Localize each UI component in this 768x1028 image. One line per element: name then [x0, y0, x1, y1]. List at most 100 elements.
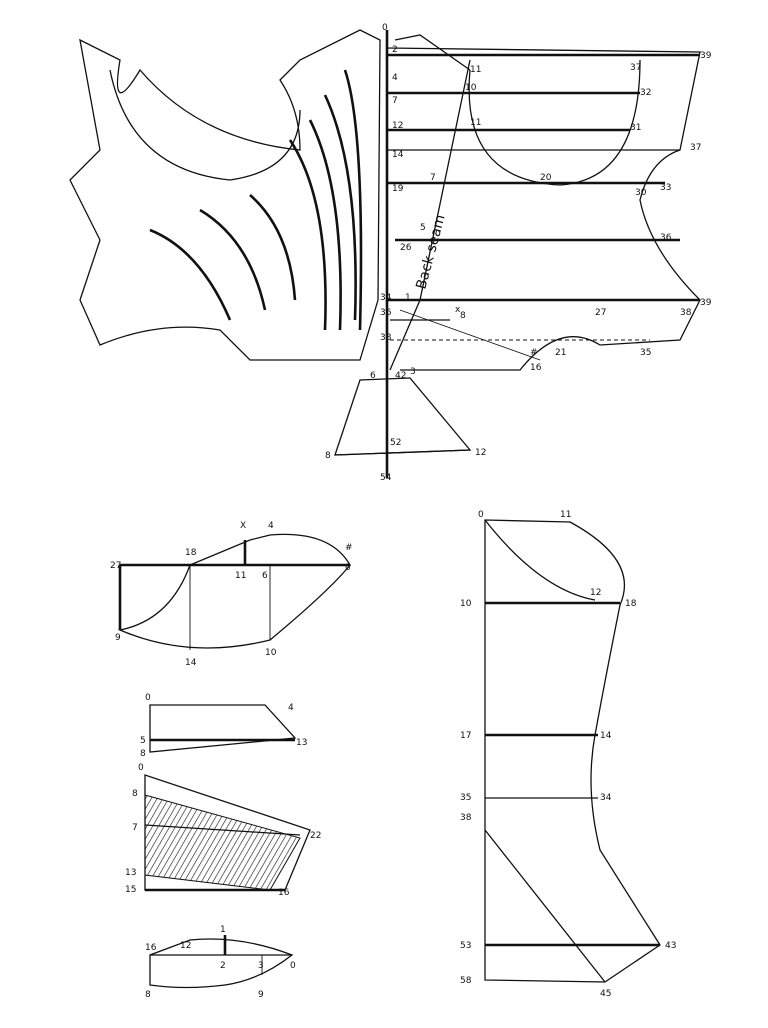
- sleeve-pt-6: 6: [262, 571, 268, 581]
- pt-37b: 37: [630, 63, 641, 73]
- cuff-pt-4: 4: [288, 703, 294, 713]
- pt-hash: #: [530, 348, 538, 358]
- main-pattern-labels: 0 2 4 7 12 14 19 26 34 36 38 42 3 6 11 1…: [325, 23, 712, 483]
- long-piece: 0 11 10 12 18 17 14 35 38 34 53 58 43 45: [460, 510, 676, 999]
- stripe-4: [288, 139, 327, 331]
- pt-31: 31: [630, 123, 641, 133]
- stripe-7: [343, 69, 363, 331]
- collar-pt-3: 3: [258, 961, 264, 971]
- pt-54: 54: [380, 473, 392, 483]
- stripe-3: [249, 194, 297, 301]
- pt-52: 52: [390, 438, 401, 448]
- gusset-pt-15: 15: [125, 885, 136, 895]
- pt-8: 8: [460, 311, 466, 321]
- collar-outline: [149, 938, 294, 989]
- long-pt-38: 38: [460, 813, 472, 823]
- pt-30: 30: [635, 188, 647, 198]
- armscye-circle: [468, 59, 641, 186]
- main-bodice-pattern: 0 2 4 7 12 14 19 26 34 36 38 42 3 6 11 1…: [69, 23, 712, 483]
- long-pt-14: 14: [600, 731, 612, 741]
- long-diag: [484, 829, 606, 983]
- sleeve-pt-x: X: [240, 521, 246, 531]
- sleeve-pt-18: 18: [185, 548, 197, 558]
- gusset-hatch-fill: [144, 794, 301, 891]
- long-pt-34: 34: [600, 793, 612, 803]
- long-outline: [484, 519, 661, 983]
- cuff-piece: 0 5 8 4 13: [140, 693, 307, 759]
- collar-pt-0: 0: [290, 961, 296, 971]
- collar-pt-12: 12: [180, 941, 191, 951]
- pt-21: 21: [555, 348, 566, 358]
- back-seam-caption: Back seam: [413, 213, 448, 291]
- sleeve-outline: [117, 533, 352, 649]
- collar-pt-8: 8: [145, 990, 151, 1000]
- collar-pt-1: 1: [220, 925, 226, 935]
- pt-14: 14: [392, 150, 404, 160]
- gusset-diag: [144, 824, 301, 836]
- cuff-outline: [149, 704, 297, 753]
- armhole-curve: [109, 69, 301, 181]
- long-pt-53: 53: [460, 941, 471, 951]
- stripe-5: [308, 119, 342, 331]
- back-panel-outline: [386, 47, 701, 371]
- collar-pt-2: 2: [220, 961, 226, 971]
- lower-trapezoid-base: [334, 449, 471, 456]
- gusset-pt-16: 16: [278, 888, 290, 898]
- sleeve-piece: 27 18 X 4 0 6 11 9 14 10 #: [110, 521, 353, 668]
- pt-x: x: [455, 305, 461, 315]
- long-pt-35: 35: [460, 793, 471, 803]
- pt-1: 1: [405, 293, 411, 303]
- cuff-pt-8: 8: [140, 749, 146, 759]
- pt-34: 34: [380, 293, 392, 303]
- collar-piece: 16 12 1 2 3 0 8 9: [145, 925, 296, 1000]
- pt-19: 19: [392, 184, 404, 194]
- pt-16: 16: [530, 363, 542, 373]
- pt-0: 0: [382, 23, 388, 33]
- long-pt-17: 17: [460, 731, 471, 741]
- pt-7b: 7: [430, 173, 436, 183]
- pt-35: 35: [640, 348, 651, 358]
- top-notch: [394, 34, 471, 71]
- pt-12: 12: [392, 121, 403, 131]
- gusset-pt-8: 8: [132, 789, 138, 799]
- cuff-pt-13: 13: [296, 738, 307, 748]
- pt-42: 42: [395, 371, 406, 381]
- sleeve-pt-11: 11: [235, 571, 246, 581]
- pt-8c: 8: [325, 451, 331, 461]
- stripe-1: [149, 228, 232, 321]
- pt-39b: 39: [700, 298, 712, 308]
- gusset-pt-13: 13: [125, 868, 136, 878]
- pt-11: 11: [470, 65, 481, 75]
- pt-39: 39: [700, 51, 712, 61]
- stripe-6: [323, 94, 357, 321]
- gusset-pt-0: 0: [138, 763, 144, 773]
- cuff-pt-0: 0: [145, 693, 151, 703]
- sleeve-pt-9: 9: [115, 633, 121, 643]
- pt-20: 20: [540, 173, 552, 183]
- sleeve-pt-hash: #: [345, 543, 353, 553]
- pt-26: 26: [400, 243, 412, 253]
- back-seam-line: [389, 59, 471, 371]
- pt-5: 5: [420, 223, 426, 233]
- pt-33: 33: [660, 183, 671, 193]
- pt-3: 3: [410, 367, 416, 377]
- pt-10: 10: [465, 83, 477, 93]
- gusset-pt-7: 7: [132, 823, 138, 833]
- long-inner-curve: [484, 519, 596, 601]
- pt-27: 27: [595, 308, 606, 318]
- sleeve-pt-10: 10: [265, 648, 277, 658]
- collar-pt-9: 9: [258, 990, 264, 1000]
- sleeve-pt-14: 14: [185, 658, 197, 668]
- cuff-pt-5: 5: [140, 736, 146, 746]
- pt-7: 7: [392, 96, 398, 106]
- pt-6: 6: [370, 371, 376, 381]
- sleeve-pt-4: 4: [268, 521, 274, 531]
- pt-4: 4: [392, 73, 398, 83]
- sleeve-pt-27: 27: [110, 561, 121, 571]
- long-pt-45: 45: [600, 989, 611, 999]
- sleeve-pt-0: 0: [345, 563, 351, 573]
- long-pt-43: 43: [665, 941, 676, 951]
- pt-2: 2: [392, 45, 398, 55]
